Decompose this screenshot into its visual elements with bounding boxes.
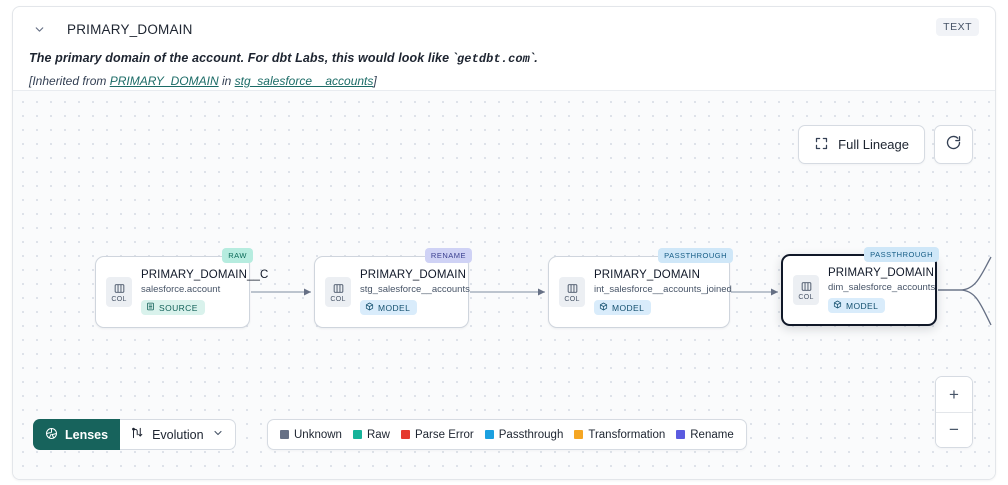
graph-toolbar: Full Lineage (798, 125, 973, 164)
legend-swatch (280, 430, 289, 439)
node-info: PRIMARY_DOMAIN int_salesforce__accounts_j… (594, 269, 732, 315)
legend-swatch (676, 430, 686, 439)
legend-item[interactable]: Raw (352, 428, 390, 441)
evolution-dropdown[interactable]: Evolution (120, 419, 236, 450)
column-icon: COL (325, 277, 351, 307)
cube-icon (833, 300, 842, 311)
legend-item[interactable]: Transformation (574, 429, 665, 441)
legend-label: Transformation (588, 428, 666, 441)
legend-item[interactable]: Unknown (280, 429, 342, 441)
legend-swatch (400, 430, 410, 439)
node-table-name: int_salesforce__accounts_joined (594, 284, 732, 295)
node-kind-badge: MODEL (360, 300, 418, 315)
column-icon: COL (559, 277, 585, 307)
zoom-out-button[interactable]: − (936, 412, 972, 447)
status-badge: TEXT (936, 18, 979, 36)
lineage-node[interactable]: RENAME COL PRIMARY_DOMAIN stg_salesforce__a… (314, 248, 472, 328)
legend-label: Unknown (294, 428, 342, 441)
cube-icon (599, 302, 608, 313)
column-icon: COL (793, 275, 819, 305)
legend: Unknown Raw Parse Error Passthrough Transfor… (267, 419, 747, 450)
cube-icon (365, 302, 374, 313)
lineage-node[interactable]: PASSTHROUGH COL PRIMARY_DOMAIN dim_salesfor… (781, 247, 939, 326)
lineage-node[interactable]: PASSTHROUGH COL PRIMARY_DOMAIN int_salesfor… (548, 248, 733, 328)
legend-item[interactable]: Rename (676, 428, 734, 441)
node-table-name: salesforce.account (141, 284, 221, 295)
column-icon: COL (106, 277, 132, 307)
lineage-graph-canvas[interactable]: Full Lineage + − RAW COL PRIMARY_DOMAIN__C… (13, 90, 995, 479)
node-kind-label: SOURCE (159, 302, 198, 313)
col-label: COL (330, 295, 346, 303)
legend-item[interactable]: Passthrough (484, 428, 564, 441)
node-kind-badge: MODEL (828, 298, 886, 313)
node-column-name: PRIMARY_DOMAIN (360, 269, 466, 281)
lineage-node[interactable]: RAW COL PRIMARY_DOMAIN__C salesforce.accoun… (95, 248, 269, 328)
refresh-button[interactable] (934, 125, 973, 164)
legend-label: Passthrough (498, 428, 564, 441)
column-description: The primary domain of the account. For d… (29, 51, 979, 66)
database-icon (146, 302, 155, 313)
legend-swatch (352, 430, 362, 439)
description-code: getdbt.com (456, 52, 530, 66)
legend-swatch (574, 430, 584, 439)
lenses-button[interactable]: Lenses (33, 419, 121, 450)
node-column-name: PRIMARY_DOMAIN (828, 267, 934, 279)
node-table-name: stg_salesforce__accounts (360, 284, 470, 295)
col-label: COL (798, 293, 814, 301)
legend-label: Rename (690, 428, 734, 441)
inherited-from-line: [Inherited from PRIMARY_DOMAIN in stg_sa… (29, 74, 979, 88)
node-tag-badge: RENAME (424, 248, 472, 263)
page-title: PRIMARY_DOMAIN (67, 21, 193, 37)
node-kind-badge: SOURCE (141, 300, 205, 315)
description-suffix: `. (529, 51, 538, 65)
inherit-suffix: ] (373, 74, 377, 88)
aperture-icon (45, 427, 58, 443)
node-tag-badge: RAW (222, 248, 253, 263)
inherit-column-link[interactable]: PRIMARY_DOMAIN (109, 74, 219, 88)
zoom-in-button[interactable]: + (936, 377, 972, 412)
legend-swatch (484, 430, 494, 439)
bottom-controls: Lenses Evolution (33, 419, 236, 450)
card-header: PRIMARY_DOMAIN TEXT The primary domain o… (13, 7, 995, 89)
lenses-label: Lenses (65, 427, 109, 442)
node-table-name: dim_salesforce_accounts (828, 282, 936, 293)
chevron-down-icon[interactable] (31, 21, 47, 37)
node-tag-badge: PASSTHROUGH (864, 247, 939, 262)
node-kind-label: MODEL (846, 300, 879, 311)
header-row: PRIMARY_DOMAIN (29, 17, 979, 41)
evolution-label: Evolution (152, 427, 204, 442)
evolution-icon (130, 426, 144, 443)
description-text: The primary domain of the account. For d… (29, 51, 457, 65)
legend-item[interactable]: Parse Error (400, 428, 474, 441)
node-column-name: PRIMARY_DOMAIN__C (141, 269, 269, 281)
col-label: COL (111, 295, 127, 303)
column-detail-card: PRIMARY_DOMAIN TEXT The primary domain o… (12, 6, 996, 480)
node-kind-badge: MODEL (594, 300, 652, 315)
legend-label: Parse Error (414, 428, 474, 441)
refresh-icon (945, 134, 962, 156)
legend-label: Raw (366, 428, 390, 441)
full-lineage-button[interactable]: Full Lineage (798, 125, 925, 164)
inherit-middle: in (218, 74, 235, 88)
node-tag-badge: PASSTHROUGH (658, 248, 733, 263)
inherit-prefix: [Inherited from (29, 74, 110, 88)
expand-corners-icon (814, 136, 829, 154)
full-lineage-label: Full Lineage (838, 137, 909, 152)
zoom-controls: + − (935, 376, 973, 448)
node-kind-label: MODEL (612, 302, 645, 313)
node-column-name: PRIMARY_DOMAIN (594, 269, 700, 281)
chevron-down-icon (212, 427, 224, 442)
inherit-model-link[interactable]: stg_salesforce__accounts (234, 74, 374, 88)
col-label: COL (564, 295, 580, 303)
node-kind-label: MODEL (378, 302, 411, 313)
